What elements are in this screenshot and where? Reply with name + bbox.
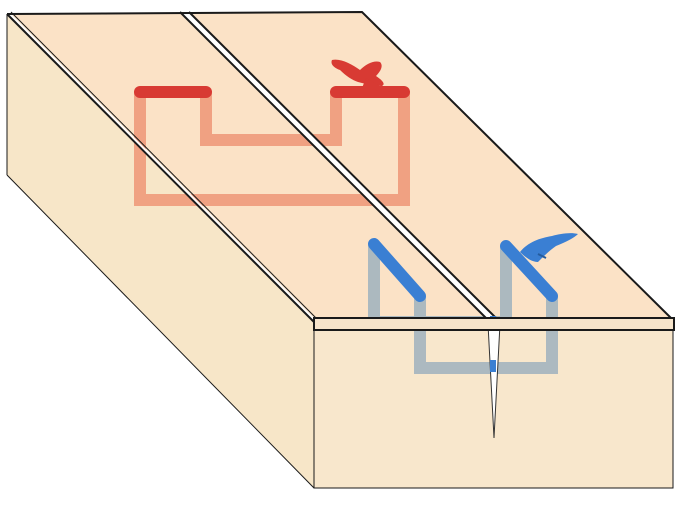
cut-blue-mark bbox=[490, 360, 496, 372]
needle-blue bbox=[520, 233, 578, 262]
diagonal-slit bbox=[6, 11, 499, 323]
slit-left-line-b bbox=[10, 11, 319, 321]
needle-tip bbox=[362, 78, 390, 92]
needle-icon bbox=[520, 233, 578, 262]
blue-stitch-visible bbox=[368, 238, 558, 302]
fabric-block bbox=[7, 12, 673, 488]
blue-hidden-inner bbox=[414, 296, 558, 374]
slit-center-line-b bbox=[188, 11, 499, 321]
block-left-face bbox=[7, 14, 314, 488]
front-top-lip bbox=[313, 317, 675, 331]
top-face-outline bbox=[6, 10, 674, 321]
slit-center-line-a bbox=[179, 11, 491, 323]
slit-center-gap bbox=[180, 12, 498, 322]
blue-stitch-left bbox=[368, 238, 426, 302]
cut-opening bbox=[488, 324, 500, 438]
needle-icon bbox=[331, 59, 384, 86]
red-hidden-inner bbox=[200, 92, 342, 146]
blue-stitch-right bbox=[500, 240, 558, 302]
block-edges bbox=[6, 10, 675, 489]
needle-red bbox=[331, 59, 390, 92]
left-face-bottom-edge bbox=[6, 174, 315, 489]
front-face-outline bbox=[313, 330, 674, 489]
slit-left-line-a bbox=[6, 13, 315, 323]
needle-eye bbox=[537, 253, 547, 259]
slit-left-gap bbox=[7, 12, 316, 322]
